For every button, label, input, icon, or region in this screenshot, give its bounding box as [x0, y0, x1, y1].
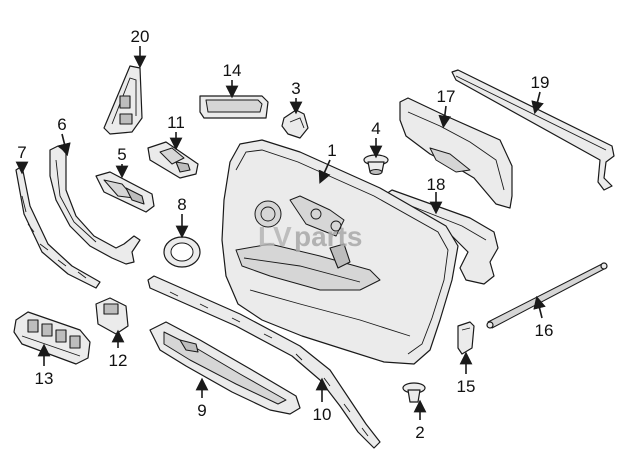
- door-panel-part: [221, 139, 459, 365]
- master-window-switch-part: [13, 311, 91, 365]
- callout-15: 15: [457, 377, 476, 396]
- svg-text:parts: parts: [294, 221, 362, 252]
- callout-1: 1: [327, 141, 336, 160]
- door-pull-handle-part: [399, 97, 513, 209]
- callout-3: 3: [291, 79, 300, 98]
- outer-trim-strip-part: [15, 165, 101, 289]
- callout-11: 11: [167, 113, 185, 132]
- callout-16: 16: [535, 321, 554, 340]
- switch-bezel-part: [95, 171, 155, 213]
- armrest-part: [149, 321, 301, 415]
- push-clip-part: [402, 382, 426, 403]
- callout-20: 20: [131, 27, 150, 46]
- callout-9: 9: [197, 401, 206, 420]
- callout-8: 8: [177, 195, 186, 214]
- callout-2: 2: [415, 423, 424, 442]
- bracket-part: [281, 109, 309, 139]
- callout-labels: 20 14 3 4 19 17 18 1 11 5 6 7 8 12 13 9 …: [17, 27, 553, 442]
- callout-12: 12: [109, 351, 128, 370]
- leader-lines: [15, 46, 546, 420]
- callout-14: 14: [223, 61, 242, 80]
- callout-19: 19: [531, 73, 550, 92]
- upper-trim-strip-part: [49, 145, 141, 265]
- callout-18: 18: [427, 175, 446, 194]
- callout-5: 5: [117, 145, 126, 164]
- window-seal-strip-part: [451, 69, 615, 191]
- small-clip-part: [457, 321, 475, 355]
- handle-insert-part: [199, 95, 269, 119]
- callout-10: 10: [313, 405, 332, 424]
- callout-17: 17: [437, 87, 456, 106]
- grommet-part: [363, 154, 389, 176]
- svg-text:LV: LV: [258, 221, 292, 252]
- callout-6: 6: [57, 115, 66, 134]
- weather-rod-part: [486, 262, 608, 329]
- single-switch-part: [95, 297, 129, 335]
- callout-13: 13: [35, 369, 54, 388]
- callout-7: 7: [17, 143, 26, 162]
- lock-switch-bezel-part: [147, 141, 199, 179]
- callout-4: 4: [371, 119, 380, 138]
- mirror-trim-triangle-part: [103, 65, 143, 135]
- lower-trim-strip-part: [147, 275, 381, 449]
- speaker-ring-part: [163, 236, 201, 268]
- watermark-logo: LV parts: [258, 221, 362, 252]
